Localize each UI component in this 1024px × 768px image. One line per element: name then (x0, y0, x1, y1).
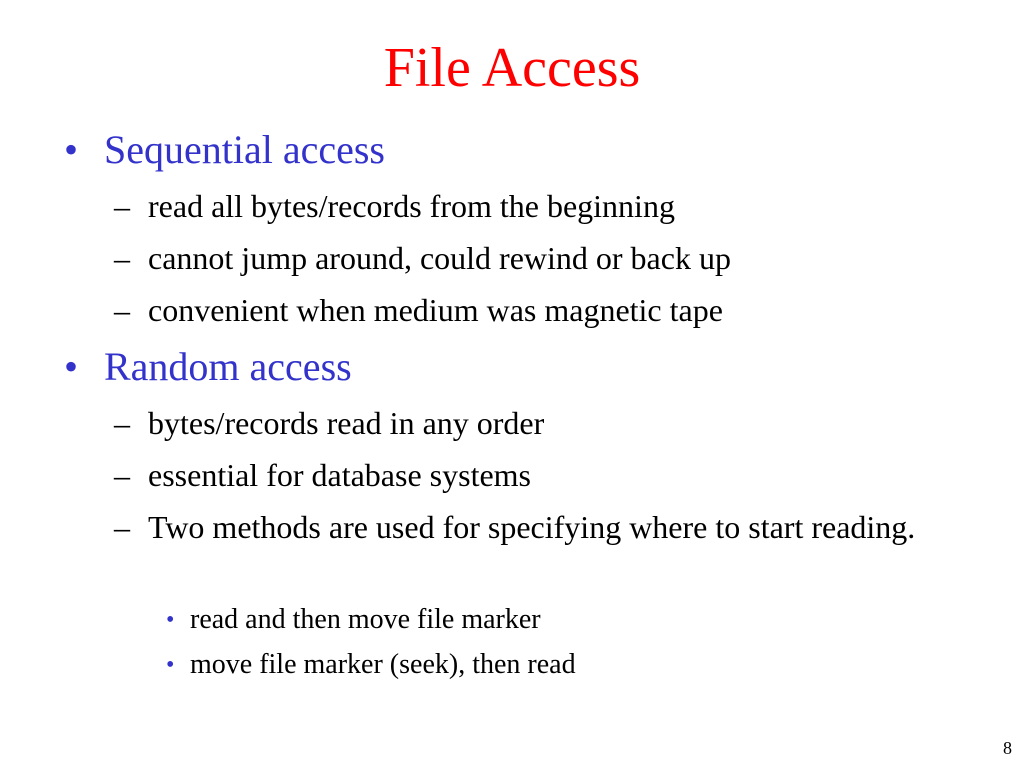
dash-icon: – (114, 292, 130, 328)
bullet-item-random-access: • Random access (64, 343, 352, 391)
sub-bullet-item: – bytes/records read in any order (114, 404, 978, 442)
dash-icon: – (114, 405, 130, 441)
sub-bullet-item: – cannot jump around, could rewind or ba… (114, 239, 978, 277)
sub-bullet-item: – essential for database systems (114, 456, 978, 494)
slide-title: File Access (383, 37, 641, 99)
sub-sub-bullet-text: read and then move file marker (190, 604, 541, 635)
bullet-icon: • (64, 127, 79, 172)
sub-bullet-text: Two methods are used for specifying wher… (148, 509, 916, 545)
bullet-icon: • (166, 652, 175, 678)
sub-bullet-text: essential for database systems (148, 457, 531, 493)
sub-bullet-item: – Two methods are used for specifying wh… (114, 508, 978, 546)
bullet-icon: • (166, 607, 175, 633)
sub-sub-bullet-item: • read and then move file marker (166, 603, 541, 637)
sub-bullet-text: cannot jump around, could rewind or back… (148, 240, 731, 276)
dash-icon: – (114, 457, 130, 493)
sub-bullet-item: – read all bytes/records from the beginn… (114, 187, 978, 225)
sub-sub-bullet-text: move file marker (seek), then read (190, 649, 576, 680)
bullet-icon: • (64, 344, 79, 389)
sub-bullet-text: bytes/records read in any order (148, 405, 545, 441)
sub-sub-bullet-item: • move file marker (seek), then read (166, 648, 576, 682)
bullet-item-sequential-access: • Sequential access (64, 126, 385, 174)
dash-icon: – (114, 240, 130, 276)
bullet-text: Sequential access (104, 127, 385, 172)
sub-bullet-text: convenient when medium was magnetic tape (148, 292, 723, 328)
sub-bullet-item: – convenient when medium was magnetic ta… (114, 291, 978, 329)
bullet-text: Random access (104, 344, 352, 389)
page-number: 8 (1003, 738, 1012, 758)
dash-icon: – (114, 509, 130, 545)
dash-icon: – (114, 188, 130, 224)
sub-bullet-text: read all bytes/records from the beginnin… (148, 188, 675, 224)
